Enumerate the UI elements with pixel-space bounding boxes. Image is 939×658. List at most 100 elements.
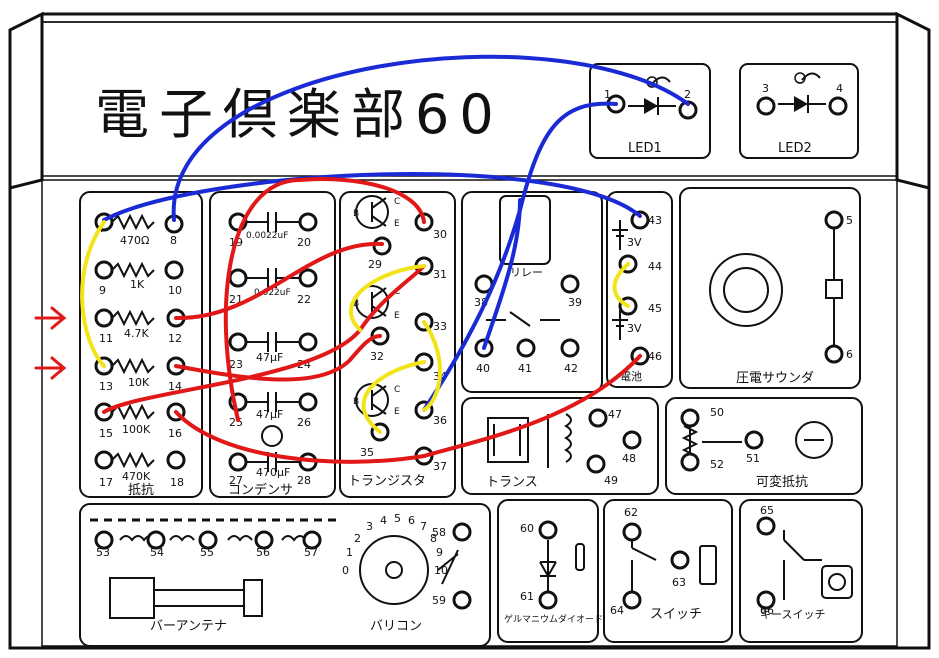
terminal-label-59: 59	[432, 594, 446, 607]
terminal-label-1: 1	[604, 88, 611, 101]
resistor-value-1k: 1K	[130, 278, 145, 291]
red-arrows	[34, 306, 67, 380]
resistor-value-100k: 100K	[122, 423, 151, 436]
bar-antenna-section-label: バーアンテナ	[150, 619, 227, 634]
terminal-label-9: 9	[99, 284, 106, 297]
relay-label: リレー	[510, 266, 543, 279]
terminal-label-13: 13	[99, 380, 113, 393]
battery-voltage-2: 3V	[627, 322, 642, 335]
variable-resistor-section-label: 可変抵抗	[756, 474, 808, 490]
resistor-section-label: 抵抗	[128, 483, 154, 498]
terminal-label-23: 23	[229, 358, 243, 371]
terminal-label-40: 40	[476, 362, 490, 375]
terminal-label-8: 8	[170, 234, 177, 247]
yellow-wire-34-to-35	[361, 360, 426, 434]
terminal-label-54: 54	[150, 546, 164, 559]
led1-diode-icon	[628, 76, 676, 115]
capacitor-section: コンデンサ 0.0022uF 0.022uF 47μF 47μF 470μF 1…	[228, 231, 311, 498]
terminal-label-3: 3	[762, 82, 769, 95]
blue-wire-7-to-43	[102, 172, 642, 222]
battery-section: 電池 3V 3V 43 44 45 46	[620, 214, 662, 383]
terminal-label-51: 51	[746, 452, 760, 465]
yellow-wire-31-to-32	[348, 264, 426, 332]
transistor-section-label: トランジスタ	[348, 474, 426, 489]
battery-section-label: 電池	[620, 370, 642, 383]
led1-label: LED1	[628, 141, 662, 156]
transformer-section: トランス 47 48 49	[486, 408, 636, 490]
varicon-scale-3: 3	[366, 520, 373, 533]
terminal-label-60: 60	[520, 522, 534, 535]
red-wire-46-to-37	[422, 354, 642, 458]
resistor-value-470: 470Ω	[120, 234, 149, 247]
terminal-label-65: 65	[760, 504, 774, 517]
transistor-3-collector-label: C	[394, 385, 400, 395]
terminal-label-6: 6	[846, 348, 853, 361]
transistor-2-emitter-label: E	[394, 311, 400, 321]
transistor-3-emitter-label: E	[394, 407, 400, 417]
jumper-wires	[80, 54, 690, 464]
terminal-label-10: 10	[168, 284, 182, 297]
yellow-wire-33-to-36	[422, 320, 442, 412]
terminal-label-47: 47	[608, 408, 622, 421]
varicon-scale-4: 4	[380, 514, 387, 527]
terminal-label-52: 52	[710, 458, 724, 471]
terminal-label-33: 33	[433, 320, 447, 333]
terminal-label-14: 14	[168, 380, 182, 393]
terminal-label-2: 2	[684, 88, 691, 101]
terminal-label-17: 17	[99, 476, 113, 489]
terminal-posts[interactable]	[94, 94, 848, 610]
varicon-scale-0: 0	[342, 564, 349, 577]
terminal-label-43: 43	[648, 214, 662, 227]
terminal-label-53: 53	[96, 546, 110, 559]
capacitor-value-1: 0.0022uF	[246, 231, 288, 241]
bar-antenna-section: バーアンテナ 53 54 55 56 57	[96, 546, 318, 634]
varicon-section: バリコン 0 1 2 3 4 5 6 7 8 9 10 58 59	[342, 512, 448, 634]
terminal-label-31: 31	[433, 268, 447, 281]
terminal-label-50: 50	[710, 406, 724, 419]
terminal-label-26: 26	[297, 416, 311, 429]
key-switch-section-label: キースイッチ	[760, 608, 825, 621]
terminal-label-22: 22	[297, 293, 311, 306]
blue-wire-8-to-led2	[171, 54, 690, 222]
arrow-icon-1	[34, 306, 67, 330]
section-frames	[79, 187, 863, 647]
terminal-label-49: 49	[604, 474, 618, 487]
terminal-label-48: 48	[622, 452, 636, 465]
variable-resistor-section: 可変抵抗 50 51 52	[710, 406, 808, 490]
capacitor-value-2: 0.022uF	[254, 288, 291, 298]
terminal-label-20: 20	[297, 236, 311, 249]
terminal-label-57: 57	[304, 546, 318, 559]
germanium-diode-section-label: ゲルマニウムダイオード	[504, 613, 603, 625]
key-switch-section: キースイッチ 65 66	[760, 504, 825, 621]
led2-panel: LED2 3 4	[739, 63, 859, 159]
terminal-label-45: 45	[648, 302, 662, 315]
terminal-label-39: 39	[568, 296, 582, 309]
capacitor-value-5: 470μF	[256, 466, 290, 479]
capacitor-section-label: コンデンサ	[228, 482, 293, 498]
yellow-wire-7-to-13	[80, 220, 106, 368]
switch-section-label: スイッチ	[650, 607, 702, 622]
varicon-scale-8: 8	[430, 532, 437, 545]
capacitor-value-3: 47μF	[256, 351, 283, 364]
terminal-label-32: 32	[370, 350, 384, 363]
resistor-value-10k: 10K	[128, 376, 150, 389]
blue-wire-40-to-relay	[482, 198, 522, 350]
terminal-label-12: 12	[168, 332, 182, 345]
terminal-label-29: 29	[368, 258, 382, 271]
buzzer-section-label: 圧電サウンダ	[736, 371, 814, 386]
transformer-section-label: トランス	[486, 475, 538, 490]
terminal-label-27: 27	[229, 474, 243, 487]
germanium-diode-section: ゲルマニウムダイオード 60 61	[504, 522, 603, 625]
terminal-label-5: 5	[846, 214, 853, 227]
led1-panel: LED1 1 2	[589, 63, 711, 159]
varicon-scale-1: 1	[346, 546, 353, 559]
terminal-label-28: 28	[297, 474, 311, 487]
buzzer-section: 圧電サウンダ 5 6	[736, 214, 853, 386]
terminal-label-36: 36	[433, 414, 447, 427]
terminal-label-61: 61	[520, 590, 534, 603]
red-wire-16-to-37	[174, 410, 426, 464]
capacitor-value-4: 47μF	[256, 408, 283, 421]
terminal-label-4: 4	[836, 82, 843, 95]
red-wire-12-to-29	[174, 241, 384, 321]
